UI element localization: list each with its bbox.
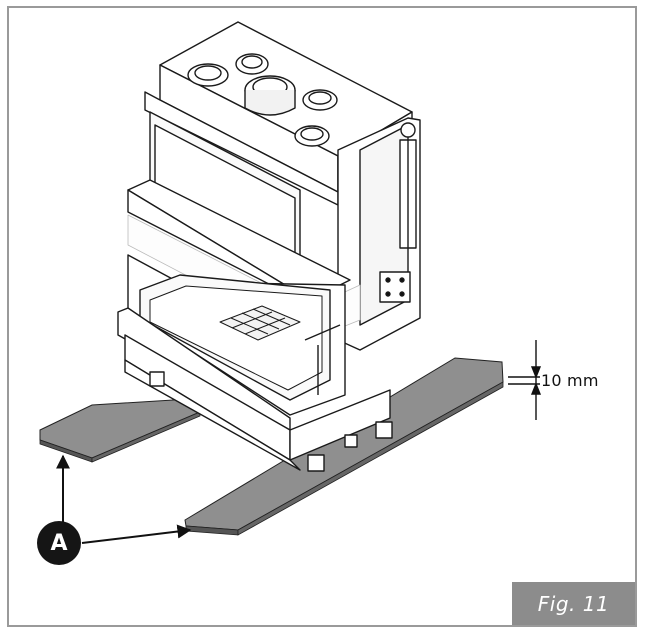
figure-caption: Fig. 11 [537, 591, 610, 616]
callout-badge-a: A [37, 521, 81, 565]
dimension-arrows-icon [508, 340, 542, 420]
stove-body [117, 21, 421, 472]
dimension-label: 10 mm [541, 371, 599, 390]
left-floor-board [39, 397, 206, 463]
callout-letter: A [50, 530, 68, 556]
callout-arrows [56, 454, 192, 544]
arrow-icon [81, 524, 192, 544]
figure-caption-box: Fig. 11 [512, 582, 635, 625]
